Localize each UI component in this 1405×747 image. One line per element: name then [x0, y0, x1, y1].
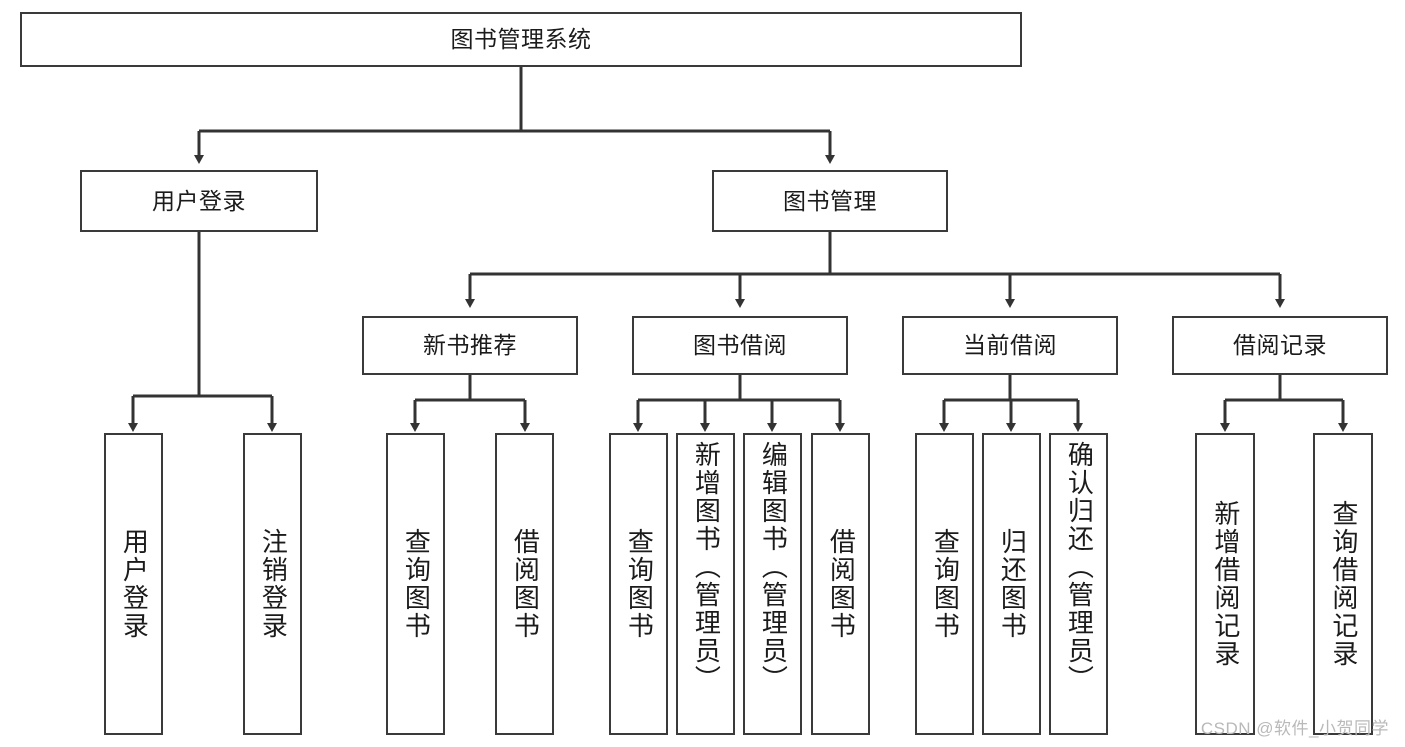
node-leaf-query-book-2[interactable]: 查询图书: [609, 433, 668, 735]
node-leaf-borrow-book-1[interactable]: 借阅图书: [495, 433, 554, 735]
node-current-borrow-label: 当前借阅: [963, 332, 1057, 358]
node-leaf-return-book-label: 归还图书: [997, 528, 1028, 640]
node-root-label: 图书管理系统: [450, 26, 592, 52]
node-leaf-user-login-label: 用户登录: [119, 528, 150, 640]
node-leaf-logout-label: 注销登录: [258, 528, 289, 640]
node-leaf-user-login[interactable]: 用户登录: [104, 433, 163, 735]
node-book-borrow-label: 图书借阅: [693, 332, 787, 358]
node-leaf-logout[interactable]: 注销登录: [243, 433, 302, 735]
node-user-login[interactable]: 用户登录: [80, 170, 318, 232]
node-leaf-query-record-label: 查询借阅记录: [1328, 500, 1359, 668]
node-current-borrow[interactable]: 当前借阅: [902, 316, 1118, 375]
node-leaf-query-book-3[interactable]: 查询图书: [915, 433, 974, 735]
node-new-book-rec-label: 新书推荐: [423, 332, 517, 358]
node-leaf-add-record[interactable]: 新增借阅记录: [1195, 433, 1255, 735]
node-leaf-add-record-label: 新增借阅记录: [1210, 500, 1241, 668]
node-leaf-query-book-1-label: 查询图书: [401, 528, 432, 640]
node-leaf-confirm-return-label: 确认归还（管理员）: [1064, 441, 1095, 693]
node-leaf-query-book-2-label: 查询图书: [624, 528, 655, 640]
node-book-borrow[interactable]: 图书借阅: [632, 316, 848, 375]
node-root[interactable]: 图书管理系统: [20, 12, 1022, 67]
node-leaf-borrow-book-2[interactable]: 借阅图书: [811, 433, 870, 735]
node-leaf-query-book-3-label: 查询图书: [930, 528, 961, 640]
node-leaf-confirm-return[interactable]: 确认归还（管理员）: [1049, 433, 1108, 735]
node-borrow-record[interactable]: 借阅记录: [1172, 316, 1388, 375]
node-leaf-borrow-book-1-label: 借阅图书: [510, 528, 541, 640]
node-new-book-rec[interactable]: 新书推荐: [362, 316, 578, 375]
node-leaf-query-record[interactable]: 查询借阅记录: [1313, 433, 1373, 735]
node-leaf-add-book-label: 新增图书（管理员）: [691, 441, 722, 693]
node-leaf-query-book-1[interactable]: 查询图书: [386, 433, 445, 735]
node-book-manage-label: 图书管理: [783, 187, 877, 214]
watermark: CSDN @软件_小贺同学: [1200, 719, 1389, 738]
node-leaf-borrow-book-2-label: 借阅图书: [826, 528, 857, 640]
node-leaf-add-book[interactable]: 新增图书（管理员）: [676, 433, 735, 735]
node-book-manage[interactable]: 图书管理: [712, 170, 948, 232]
node-user-login-label: 用户登录: [152, 187, 246, 214]
node-leaf-return-book[interactable]: 归还图书: [982, 433, 1041, 735]
node-leaf-edit-book-label: 编辑图书（管理员）: [758, 441, 789, 693]
node-leaf-edit-book[interactable]: 编辑图书（管理员）: [743, 433, 802, 735]
node-borrow-record-label: 借阅记录: [1233, 332, 1327, 358]
